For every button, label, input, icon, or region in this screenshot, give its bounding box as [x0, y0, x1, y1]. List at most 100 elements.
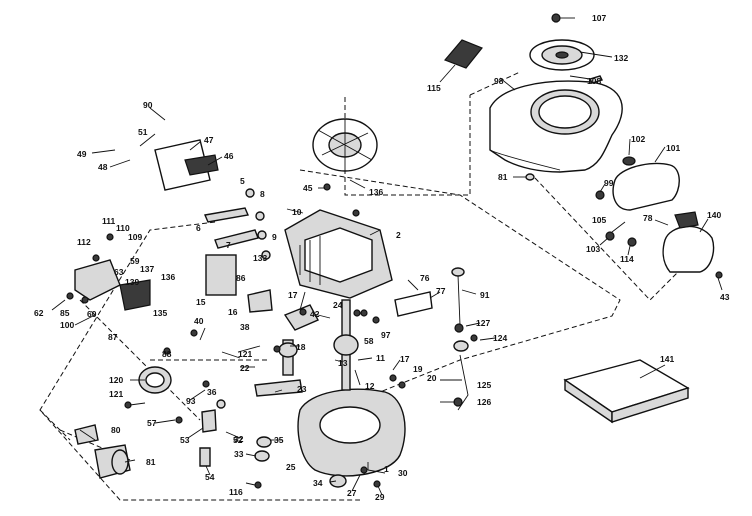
part-label-30: 30 — [398, 468, 408, 478]
part-label-124: 124 — [493, 333, 507, 343]
part-label-42: 42 — [310, 309, 320, 319]
part-label-91a: 91 — [480, 290, 490, 300]
part-label-139: 139 — [125, 277, 139, 287]
part-label-80: 80 — [111, 425, 121, 435]
part-label-8a: 8 — [260, 189, 265, 199]
part-label-101: 101 — [666, 143, 680, 153]
part-label-36: 36 — [207, 387, 217, 397]
owners-manual — [563, 359, 690, 424]
part-label-97: 97 — [381, 330, 391, 340]
part-label-63: 63 — [114, 267, 124, 277]
part-label-32a: 32 — [234, 434, 244, 444]
part-label-137: 137 — [140, 264, 154, 274]
part-label-121b: 121 — [109, 389, 123, 399]
part-label-111: 111 — [102, 216, 116, 226]
part-label-132: 132 — [614, 53, 628, 63]
small-hardware — [66, 13, 723, 489]
part-label-51: 51 — [138, 127, 148, 137]
part-label-1: 1 — [384, 464, 389, 474]
part-label-141: 141 — [660, 354, 674, 364]
part-label-85: 85 — [60, 308, 70, 318]
part-label-100: 100 — [60, 320, 74, 330]
gasket — [394, 291, 433, 317]
part-label-19: 19 — [413, 364, 423, 374]
part-label-108: 108 — [587, 76, 601, 86]
connecting-rod — [283, 304, 319, 331]
part-label-15: 15 — [196, 297, 206, 307]
camshaft — [278, 339, 298, 376]
part-label-112: 112 — [77, 237, 91, 247]
part-label-99: 99 — [604, 178, 614, 188]
part-label-121a: 121 — [238, 349, 252, 359]
part-label-34: 34 — [313, 478, 323, 488]
part-label-38: 38 — [240, 322, 250, 332]
muffler — [612, 156, 680, 211]
part-label-17a: 17 — [288, 290, 298, 300]
part-label-93: 93 — [186, 396, 196, 406]
part-label-40: 40 — [194, 316, 204, 326]
part-label-88: 88 — [162, 349, 172, 359]
air-cleaner — [138, 366, 172, 394]
part-label-125: 125 — [477, 380, 491, 390]
crankshaft — [333, 299, 359, 391]
part-label-59: 59 — [130, 256, 140, 266]
starter-cup — [94, 444, 131, 479]
part-label-110: 110 — [116, 223, 130, 233]
part-label-57: 57 — [147, 418, 157, 428]
part-label-107: 107 — [592, 13, 606, 23]
part-label-140: 140 — [707, 210, 721, 220]
part-label-18: 18 — [296, 342, 306, 352]
part-label-81: 81 — [498, 172, 508, 182]
part-label-136: 136 — [369, 187, 383, 197]
part-label-46: 46 — [224, 151, 234, 161]
part-label-116: 116 — [229, 487, 243, 497]
engine-block — [284, 209, 393, 299]
part-label-11: 11 — [376, 353, 385, 363]
part-label-52: 52 — [233, 435, 243, 445]
part-label-58: 58 — [364, 336, 374, 346]
part-label-109: 109 — [128, 232, 142, 242]
part-label-60: 60 — [87, 309, 97, 319]
part-label-87: 87 — [108, 332, 118, 342]
part-label-53: 53 — [180, 435, 190, 445]
part-label-48: 48 — [98, 162, 108, 172]
part-label-10: 10 — [292, 207, 302, 217]
part-label-13: 13 — [338, 358, 348, 368]
part-label-115: 115 — [427, 83, 441, 93]
part-label-135: 135 — [153, 308, 167, 318]
leader-lines — [51, 17, 723, 496]
part-label-133: 133 — [253, 253, 267, 263]
part-label-43: 43 — [720, 292, 730, 302]
part-label-103: 103 — [586, 244, 600, 254]
part-label-5: 5 — [240, 176, 245, 186]
flywheel — [312, 118, 378, 172]
breather-cover — [154, 139, 219, 191]
part-label-77: 77 — [436, 286, 446, 296]
part-label-126: 126 — [477, 397, 491, 407]
part-label-91b: 81 — [146, 457, 156, 467]
part-label-20: 20 — [427, 373, 437, 383]
carburetor — [74, 259, 151, 311]
part-label-136b: 136 — [161, 272, 175, 282]
part-label-16: 16 — [228, 307, 238, 317]
oil-fill-tube — [451, 267, 469, 411]
part-label-102: 102 — [631, 134, 645, 144]
part-label-29: 29 — [375, 492, 385, 502]
part-label-90: 90 — [143, 100, 153, 110]
part-label-7: 7 — [226, 240, 231, 250]
part-label-45: 45 — [303, 183, 313, 193]
part-label-2: 2 — [396, 230, 401, 240]
part-label-33: 33 — [234, 449, 244, 459]
part-label-27: 27 — [347, 488, 357, 498]
recoil-starter — [662, 211, 715, 273]
part-label-35: 35 — [274, 435, 284, 445]
part-label-76: 76 — [420, 273, 430, 283]
rotating-screen — [529, 39, 595, 71]
part-label-54: 54 — [205, 472, 215, 482]
part-label-12: 12 — [365, 381, 375, 391]
name-plate — [443, 39, 483, 69]
part-label-23: 23 — [297, 384, 307, 394]
part-label-114: 114 — [620, 254, 634, 264]
part-label-22: 22 — [240, 363, 250, 373]
